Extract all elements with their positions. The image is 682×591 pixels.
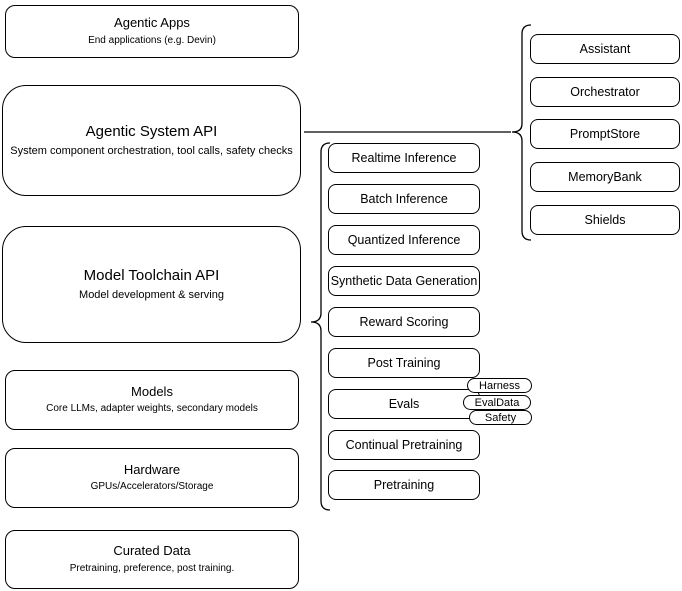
box-hardware: Hardware GPUs/Accelerators/Storage	[5, 448, 299, 508]
agentic-system-api-subtitle: System component orchestration, tool cal…	[10, 144, 293, 157]
box-reward-scoring: Reward Scoring	[328, 307, 480, 337]
box-model-toolchain-api: Model Toolchain API Model development & …	[2, 226, 301, 343]
agentic-apps-subtitle: End applications (e.g. Devin)	[88, 34, 216, 46]
box-agentic-system-api: Agentic System API System component orch…	[2, 85, 301, 196]
box-pretraining: Pretraining	[328, 470, 480, 500]
box-quantized-inference: Quantized Inference	[328, 225, 480, 255]
box-shields: Shields	[530, 205, 680, 235]
pill-safety: Safety	[469, 410, 532, 425]
agentic-apps-title: Agentic Apps	[114, 15, 190, 31]
box-synthetic-data-generation: Synthetic Data Generation	[328, 266, 480, 296]
box-assistant: Assistant	[530, 34, 680, 64]
hardware-title: Hardware	[123, 461, 181, 477]
models-subtitle: Core LLMs, adapter weights, secondary mo…	[46, 403, 258, 415]
box-realtime-inference: Realtime Inference	[328, 143, 480, 173]
box-promptstore: PromptStore	[530, 119, 680, 149]
brace-agentic-components	[511, 24, 532, 241]
curated-data-subtitle: Pretraining, preference, post training.	[69, 562, 235, 574]
box-agentic-apps: Agentic Apps End applications (e.g. Devi…	[5, 5, 299, 58]
box-curated-data: Curated Data Pretraining, preference, po…	[5, 530, 299, 589]
pill-harness: Harness	[467, 378, 532, 393]
box-batch-inference: Batch Inference	[328, 184, 480, 214]
box-orchestrator: Orchestrator	[530, 77, 680, 107]
box-post-training: Post Training	[328, 348, 480, 378]
models-title: Models	[131, 383, 173, 399]
box-evals: Evals	[328, 389, 480, 419]
box-memorybank: MemoryBank	[530, 162, 680, 192]
model-toolchain-api-subtitle: Model development & serving	[79, 288, 224, 301]
curated-data-title: Curated Data	[113, 543, 191, 559]
pill-evaldata: EvalData	[463, 395, 531, 410]
agentic-system-api-title: Agentic System API	[85, 122, 218, 140]
hardware-subtitle: GPUs/Accelerators/Storage	[90, 481, 214, 493]
box-continual-pretraining: Continual Pretraining	[328, 430, 480, 460]
model-toolchain-api-title: Model Toolchain API	[83, 266, 220, 284]
box-models: Models Core LLMs, adapter weights, secon…	[5, 370, 299, 430]
